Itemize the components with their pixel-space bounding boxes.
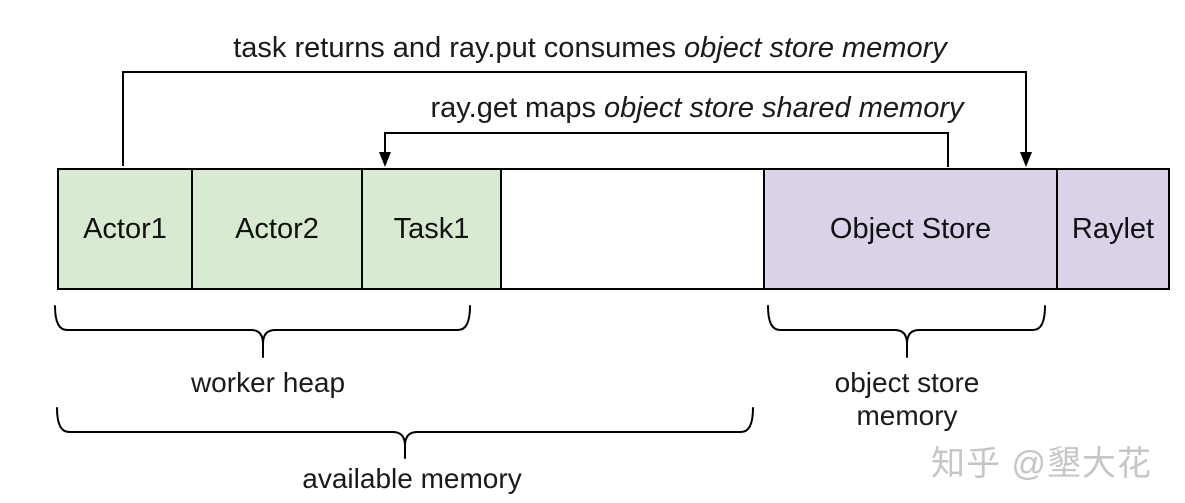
ray-get-annotation-text: ray.get maps	[430, 92, 605, 124]
worker-heap-label: worker heap	[190, 367, 346, 398]
segment-task1: Task1	[363, 170, 502, 288]
object-store-memory-brace	[767, 305, 1046, 358]
segment-raylet: Raylet	[1058, 170, 1168, 288]
task-put-annotation-emphasis: object store memory	[684, 32, 947, 64]
task-put-annotation-text: task returns and ray.put consumes	[233, 32, 685, 64]
segment-object-store-label: Object Store	[829, 212, 992, 245]
segment-object-store: Object Store	[765, 170, 1058, 288]
segment-actor1-label: Actor1	[83, 212, 167, 245]
available-memory-brace	[56, 407, 754, 459]
segment-actor2-label: Actor2	[235, 212, 319, 245]
task-put-annotation: task returns and ray.put consumes object…	[190, 31, 990, 65]
task-put-arrow-line	[122, 71, 1027, 166]
worker-heap-brace	[54, 305, 471, 358]
ray-get-arrow-line	[384, 132, 949, 167]
object-store-memory-label: object store memory	[834, 367, 980, 431]
segment-raylet-label: Raylet	[1071, 212, 1155, 245]
zhihu-watermark: 知乎 @墾大花	[931, 445, 1152, 483]
segment-actor1: Actor1	[59, 170, 193, 288]
segment-task1-label: Task1	[393, 212, 470, 245]
ray-get-arrowhead-icon	[379, 152, 391, 167]
segment-free-memory	[502, 170, 765, 288]
task-put-arrowhead-icon	[1020, 152, 1032, 167]
ray-get-annotation: ray.get maps object store shared memory	[297, 91, 1097, 125]
ray-get-annotation-emphasis: object store shared memory	[604, 92, 964, 124]
available-memory-label: available memory	[302, 463, 522, 494]
segment-actor2: Actor2	[193, 170, 363, 288]
memory-bar: Actor1 Actor2 Task1 Object Store Raylet	[57, 168, 1170, 290]
